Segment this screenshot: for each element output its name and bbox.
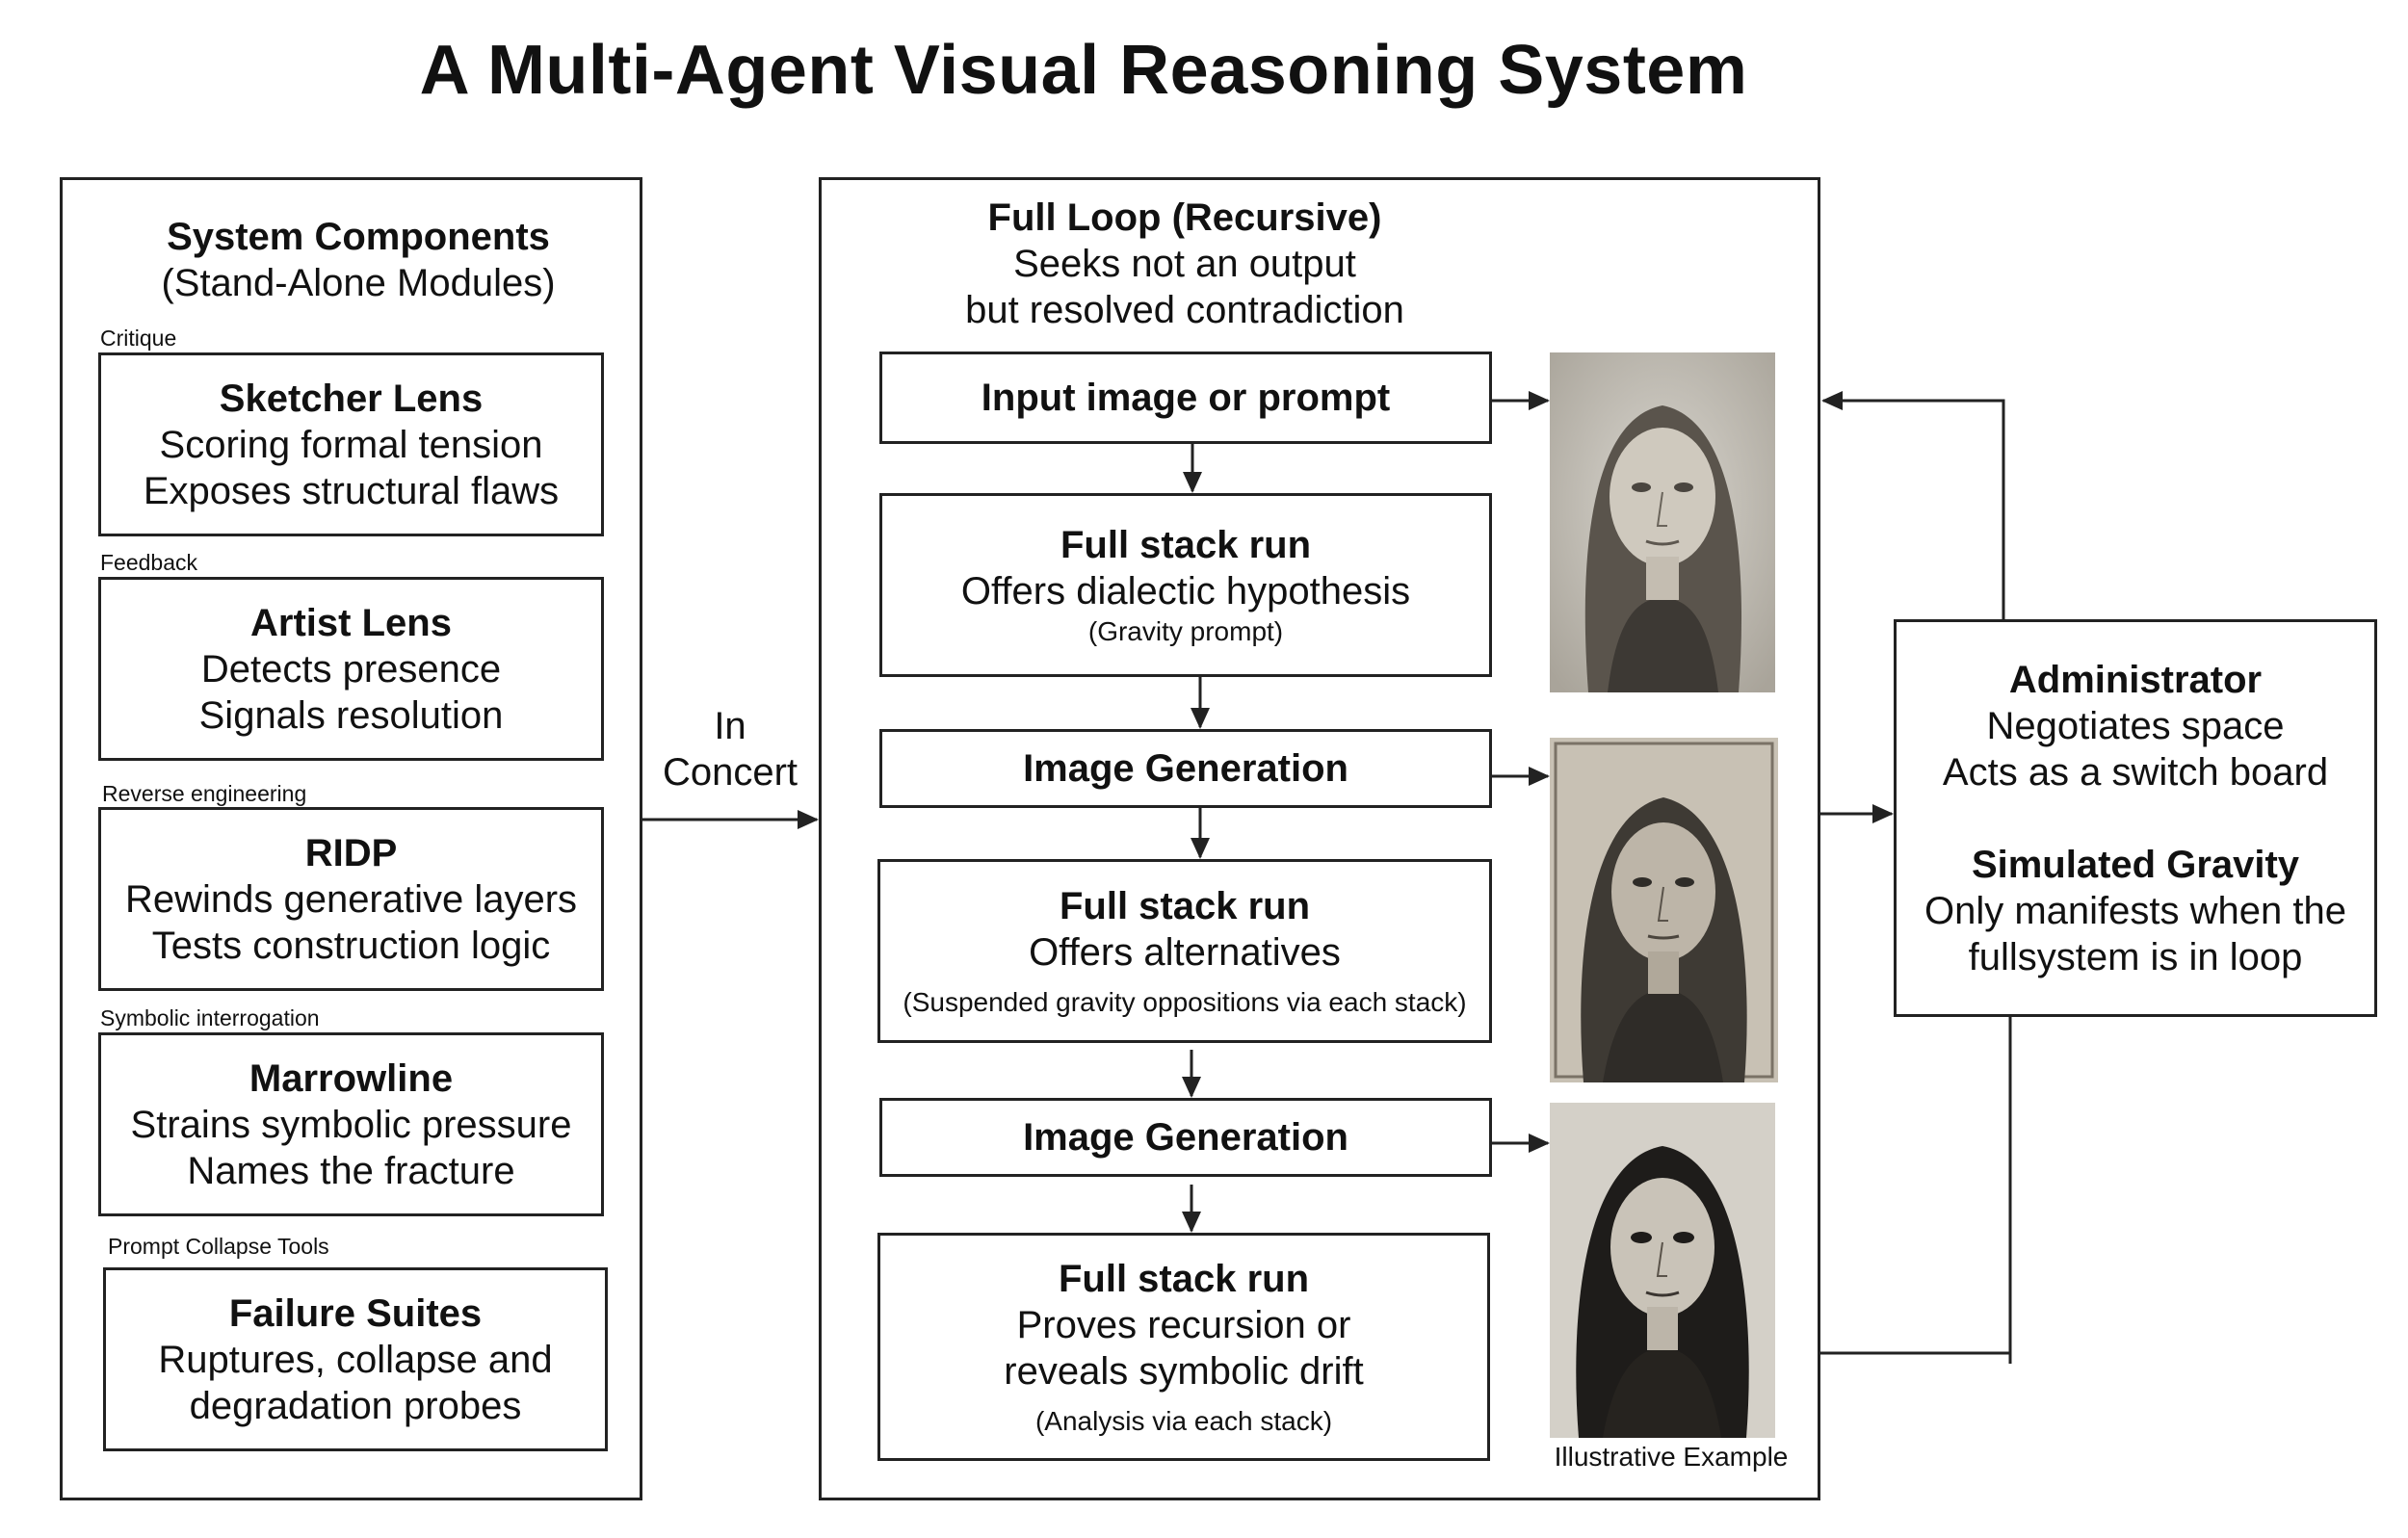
simulated-gravity-title: Simulated Gravity [1971,843,2300,886]
module-category-critique: Critique [100,326,177,351]
full-loop-heading: Full Loop (Recursive) Seeks not an outpu… [886,195,1483,333]
module-line: Exposes structural flaws [143,469,560,512]
module-line: Detects presence [200,647,502,691]
step-title: Image Generation [1023,747,1348,790]
connector-line: In [714,705,746,747]
step-line: Offers dialectic hypothesis [960,569,1411,613]
administrator-title: Administrator [2008,658,2263,701]
module-category-reverse-engineering: Reverse engineering [102,781,307,806]
components-heading: System Components [167,216,550,258]
step-title: Image Generation [1023,1116,1348,1159]
administrator-box: Administrator Negotiates space Acts as a… [1894,619,2377,1017]
module-line: Tests construction logic [151,924,551,967]
step-title: Full stack run [1059,884,1311,927]
step-title: Full stack run [1060,523,1312,566]
simulated-gravity-line: fullsystem is in loop [1968,935,2303,978]
portrait-image-2 [1550,738,1778,1082]
module-failure-suites: Failure Suites Ruptures, collapse and de… [103,1267,608,1451]
step-full-stack-run-3: Full stack run Proves recursion or revea… [877,1233,1490,1461]
step-note: (Gravity prompt) [1087,615,1284,646]
diagram-title: A Multi-Agent Visual Reasoning System [419,32,1748,109]
step-line: Proves recursion or [1016,1303,1351,1346]
simulated-gravity-line: Only manifests when the [1924,889,2346,932]
step-full-stack-run-2: Full stack run Offers alternatives (Susp… [877,859,1492,1043]
connector-line: Concert [662,751,798,794]
module-name: Failure Suites [228,1291,483,1335]
module-sketcher-lens: Sketcher Lens Scoring formal tension Exp… [98,352,604,536]
step-image-generation-2: Image Generation [879,1098,1492,1177]
module-category-symbolic-interrogation: Symbolic interrogation [100,1005,320,1030]
module-category-prompt-collapse-tools: Prompt Collapse Tools [108,1234,329,1259]
step-line: reveals symbolic drift [1004,1349,1364,1393]
components-subheading: (Stand-Alone Modules) [161,262,556,304]
module-line: Rewinds generative layers [124,877,578,921]
module-line: Names the fracture [187,1149,515,1192]
module-name: Artist Lens [250,601,452,644]
images-caption: Illustrative Example [1554,1442,1789,1472]
loop-subheading: Seeks not an output [1013,243,1356,285]
step-note: (Analysis via each stack) [1034,1405,1333,1436]
step-full-stack-run-1: Full stack run Offers dialectic hypothes… [879,493,1492,677]
module-line: degradation probes [189,1384,522,1427]
module-line: Scoring formal tension [159,423,543,466]
module-line: Signals resolution [198,693,504,737]
step-image-generation-1: Image Generation [879,729,1492,808]
administrator-line: Acts as a switch board [1942,750,2329,794]
loop-subheading: but resolved contradiction [965,289,1404,331]
module-name: Sketcher Lens [219,377,484,420]
administrator-line: Negotiates space [1986,704,2285,747]
portrait-image-1 [1550,352,1775,692]
step-note: (Suspended gravity oppositions via each … [903,986,1467,1017]
portrait-image-3 [1550,1103,1775,1438]
step-title: Input image or prompt [981,377,1391,419]
step-line: Offers alternatives [1029,930,1341,974]
step-title: Full stack run [1058,1257,1310,1300]
module-ridp: RIDP Rewinds generative layers Tests con… [98,807,604,991]
module-line: Ruptures, collapse and [158,1338,553,1381]
loop-heading: Full Loop (Recursive) [987,196,1382,239]
module-artist-lens: Artist Lens Detects presence Signals res… [98,577,604,761]
module-name: Marrowline [249,1056,454,1100]
system-components-heading: System Components (Stand-Alone Modules) [60,214,657,306]
step-input: Input image or prompt [879,352,1492,444]
module-line: Strains symbolic pressure [130,1103,572,1146]
module-category-feedback: Feedback [100,550,198,575]
module-name: RIDP [304,831,398,874]
module-marrowline: Marrowline Strains symbolic pressure Nam… [98,1032,604,1216]
in-concert-label: In Concert [643,703,817,795]
